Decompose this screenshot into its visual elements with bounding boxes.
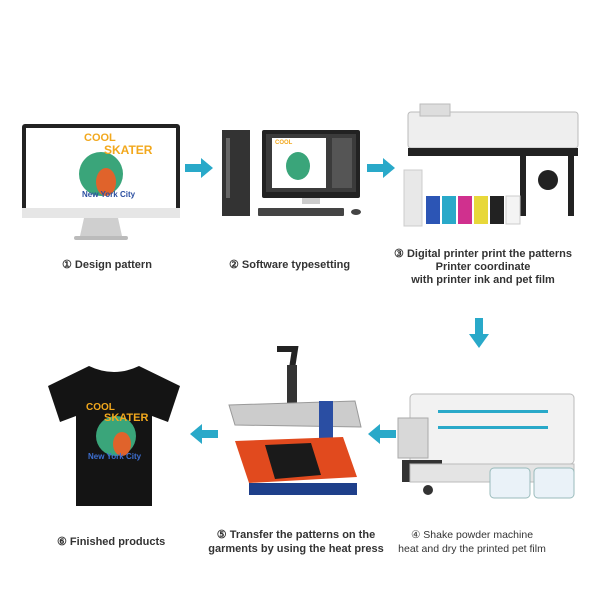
arrow-down-icon xyxy=(469,318,489,348)
step4-line2: heat and dry the printed pet film xyxy=(398,543,546,555)
shirt-text-cool: COOL xyxy=(86,402,115,413)
heat-press-image xyxy=(228,346,362,495)
software-design-text: COOL xyxy=(275,140,293,146)
step5-line1: ⑤ Transfer the patterns on the xyxy=(216,529,376,541)
shirt-text-city: New York City xyxy=(88,452,142,461)
step3-line2: Printer coordinate xyxy=(435,261,531,273)
shirt-text-skater: SKATER xyxy=(104,412,149,424)
step3-label: ③ Digital printer print the patterns Pri… xyxy=(378,248,588,287)
dtf-printer-image xyxy=(403,103,579,227)
step5-line2: garments by using the heat press xyxy=(208,543,384,555)
arrow-left-icon xyxy=(190,424,218,444)
arrow-right-icon xyxy=(367,158,395,178)
computer-image xyxy=(222,130,361,216)
tshirt-image xyxy=(48,366,180,506)
arrow-right-icon xyxy=(185,158,213,178)
step3-line3: with printer ink and pet film xyxy=(411,274,555,286)
design-text-city: New York City xyxy=(82,190,136,199)
shake-powder-machine-image xyxy=(397,393,575,499)
step4-label: ④ Shake powder machine heat and dry the … xyxy=(394,528,550,556)
design-text-skater: SKATER xyxy=(104,143,153,157)
step1-label: ① Design pattern xyxy=(62,259,152,271)
design-monitor-image xyxy=(22,124,180,240)
design-text-cool: COOL xyxy=(84,132,116,144)
step5-label: ⑤ Transfer the patterns on the garments … xyxy=(204,528,388,556)
step6-label: ⑥ Finished products xyxy=(57,536,166,548)
step2-label: ② Software typesetting xyxy=(229,259,351,271)
arrow-left-icon xyxy=(368,424,396,444)
step4-line1: ④ Shake powder machine xyxy=(410,529,534,541)
step3-line1: ③ Digital printer print the patterns xyxy=(394,248,572,260)
